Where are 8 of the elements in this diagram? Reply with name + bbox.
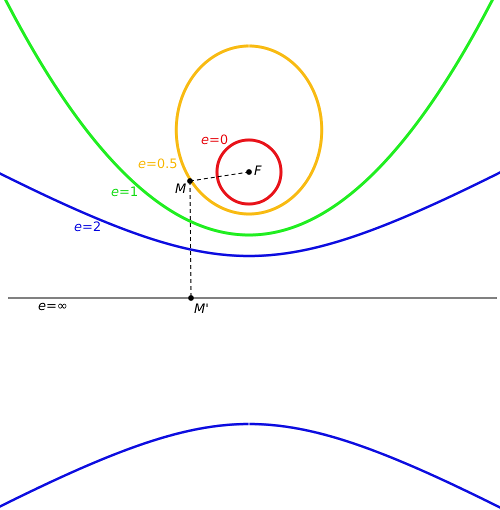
dashed-connector [190,180,192,298]
curve-label: e=∞ [38,299,68,314]
curve-label: e=0.5 [138,157,178,172]
dashed-connector [190,172,250,182]
curve-label: e=0 [201,133,228,148]
curve-label: e=2 [74,220,102,235]
labelled-point: M [174,178,194,196]
curve-label: e=1 [111,185,138,200]
